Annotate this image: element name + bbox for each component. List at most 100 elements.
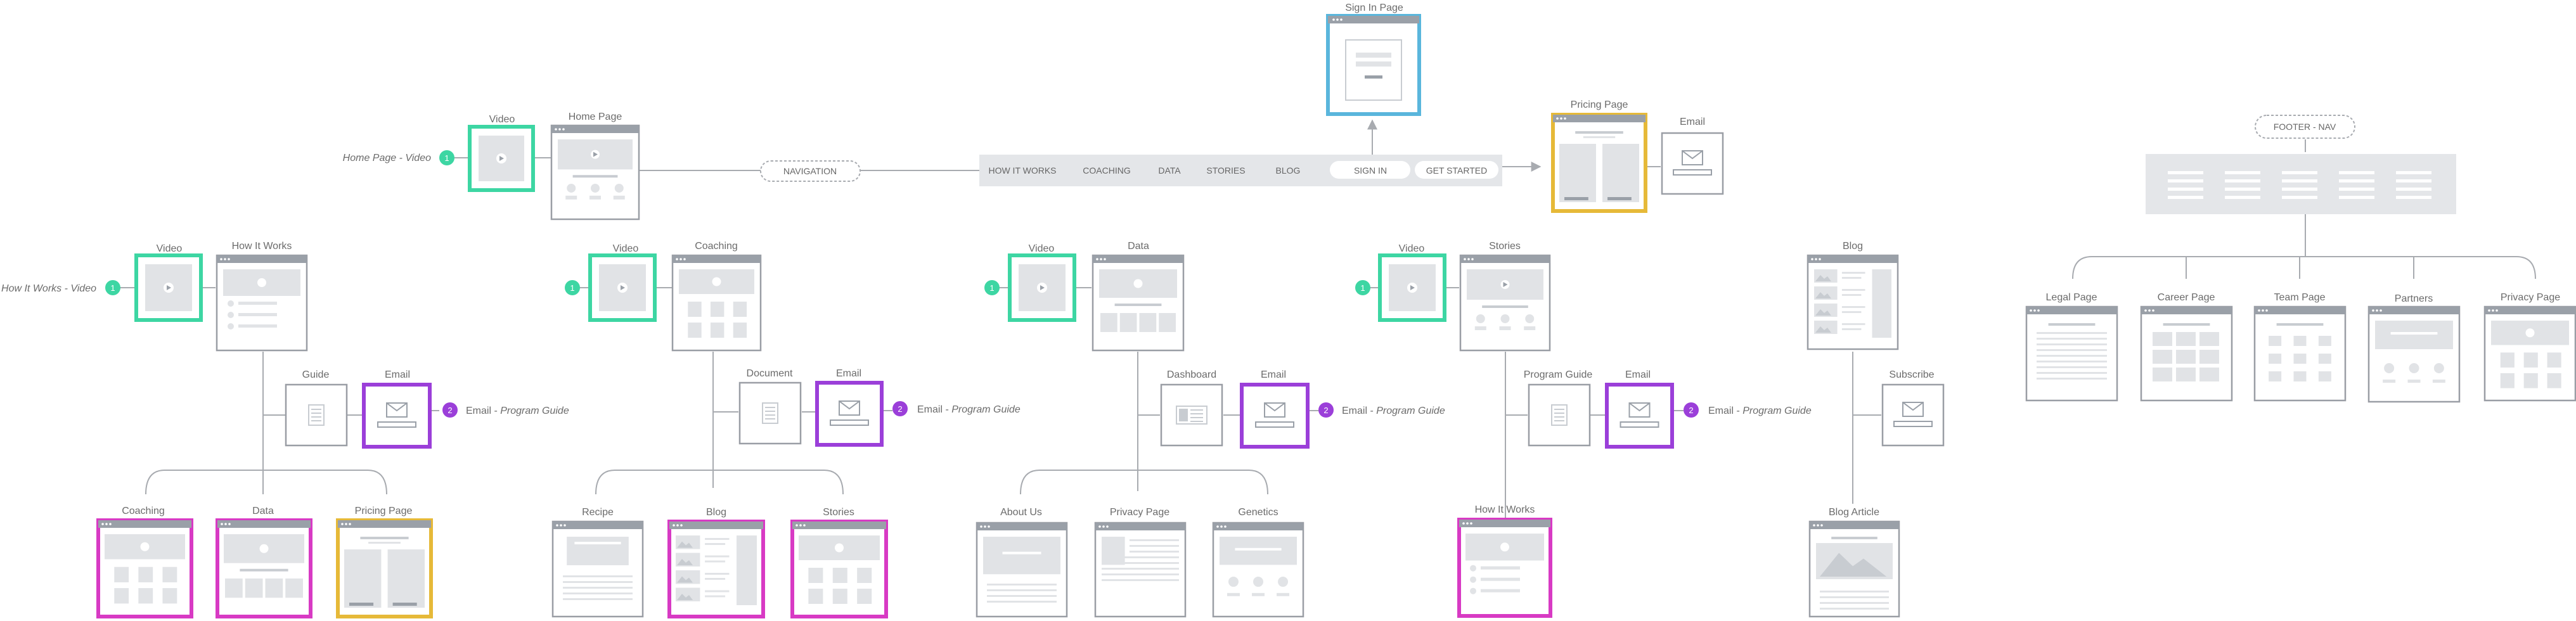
bottom-privacy-wireframe[interactable] (1094, 522, 1187, 618)
coach-email-wireframe[interactable] (815, 381, 884, 447)
bottom-blog-wireframe[interactable] (667, 520, 765, 618)
blog-wireframe[interactable] (1806, 254, 1899, 350)
svg-text:2: 2 (1689, 406, 1693, 415)
navigation-pill[interactable]: NAVIGATION (760, 160, 861, 182)
bottom-pricing-wireframe[interactable] (336, 518, 433, 618)
svg-text:1: 1 (1360, 283, 1365, 293)
get-started-button[interactable] (1415, 161, 1498, 179)
sign-in-button[interactable] (1330, 161, 1410, 179)
badge-2-data: 2 (1318, 402, 1334, 418)
guide-wireframe[interactable] (285, 383, 348, 447)
blog-label: Blog (1843, 241, 1863, 252)
stories-video-label: Video (1399, 243, 1425, 254)
partners-wireframe[interactable] (2367, 305, 2461, 403)
stories-email-label: Email (1625, 369, 1651, 380)
bottom-privacy-label: Privacy Page (1110, 507, 1169, 518)
program-guide-wireframe[interactable] (1528, 383, 1591, 447)
badge-1-data: 1 (984, 280, 1000, 295)
badge-1-hiw: 1 (105, 280, 120, 295)
data-video-wireframe[interactable] (1008, 253, 1076, 322)
email-top-wireframe[interactable] (1661, 132, 1724, 195)
career-page-label: Career Page (2158, 292, 2215, 303)
bottom-coaching-label: Coaching (122, 506, 165, 516)
svg-text:1: 1 (444, 153, 449, 163)
bottom-about-wireframe[interactable] (976, 522, 1068, 618)
home-page-wireframe[interactable] (550, 124, 640, 221)
svg-text:1: 1 (570, 283, 574, 293)
badge-2-stories: 2 (1684, 402, 1699, 418)
pricing-page-top-wireframe[interactable] (1551, 113, 1647, 213)
navigation-label: NAVIGATION (783, 166, 837, 176)
bottom-coaching-wireframe[interactable] (96, 518, 193, 618)
bottom-recipe-wireframe[interactable] (551, 520, 644, 618)
hiw-video-wireframe[interactable] (134, 253, 203, 322)
bottom-genetics-wireframe[interactable] (1212, 522, 1304, 618)
dashboard-wireframe[interactable] (1160, 383, 1223, 447)
svg-text:2: 2 (448, 406, 452, 415)
home-caption: Home Page - Video (343, 153, 431, 163)
career-page-wireframe[interactable] (2140, 305, 2233, 402)
sign-in-label: SIGN IN (1354, 165, 1387, 176)
blog-article-wireframe[interactable] (1808, 520, 1900, 618)
coaching-wireframe[interactable] (671, 254, 762, 352)
team-page-wireframe[interactable] (2253, 305, 2347, 402)
pricing-page-top-label: Pricing Page (1571, 99, 1628, 110)
hiw-caption: How It Works - Video (1, 283, 96, 294)
stories-video-wireframe[interactable] (1378, 253, 1446, 322)
document-label: Document (747, 368, 793, 379)
data-label: Data (1128, 241, 1149, 252)
how-it-works-wireframe[interactable] (216, 254, 308, 352)
bottom-how-it-works-wireframe[interactable] (1457, 518, 1552, 618)
stories-email-wireframe[interactable] (1605, 383, 1674, 449)
hiw-email-label: Email (385, 369, 410, 380)
sign-in-page-label: Sign In Page (1345, 3, 1403, 13)
how-it-works-label: How It Works (232, 241, 292, 252)
data-email-wireframe[interactable] (1240, 383, 1310, 449)
bottom-stories-wireframe[interactable] (790, 520, 888, 618)
subscribe-label: Subscribe (1889, 369, 1934, 380)
hiw-email-wireframe[interactable] (362, 383, 432, 449)
home-video-wireframe[interactable] (468, 125, 535, 192)
bottom-how-it-works-label: How It Works (1475, 504, 1535, 515)
hiw-video-label: Video (157, 243, 183, 254)
document-wireframe[interactable] (738, 381, 802, 445)
data-wireframe[interactable] (1092, 254, 1185, 352)
bottom-recipe-label: Recipe (582, 507, 614, 518)
subscribe-wireframe[interactable] (1881, 383, 1945, 447)
footer-nav-pill[interactable]: FOOTER - NAV (2255, 115, 2355, 139)
bottom-genetics-label: Genetics (1238, 507, 1278, 518)
bottom-data-label: Data (252, 506, 274, 516)
stories-wireframe[interactable] (1459, 254, 1551, 352)
stories-label: Stories (1489, 241, 1521, 252)
nav-stories[interactable]: STORIES (1206, 165, 1245, 176)
sign-in-page-wireframe[interactable] (1326, 14, 1421, 116)
badge-2-hiw: 2 (442, 402, 458, 418)
nav-blog[interactable]: BLOG (1276, 165, 1301, 176)
stories-email-caption: Email - Program Guide (1708, 406, 1812, 416)
bottom-stories-label: Stories (823, 507, 854, 518)
nav-coaching[interactable]: COACHING (1083, 165, 1130, 176)
home-video-label: Video (489, 114, 515, 125)
connector-lines (116, 119, 2536, 520)
data-email-label: Email (1261, 369, 1286, 380)
footer-nav-label: FOOTER - NAV (2274, 122, 2336, 132)
top-nav-bar: HOW IT WORKS COACHING DATA STORIES BLOG … (979, 155, 1502, 186)
privacy-page-footer-wireframe[interactable] (2483, 305, 2576, 402)
svg-text:2: 2 (1323, 406, 1328, 415)
bottom-data-wireframe[interactable] (216, 518, 312, 618)
badge-1-home: 1 (439, 150, 454, 165)
guide-label: Guide (302, 369, 330, 380)
bottom-about-label: About Us (1000, 507, 1042, 518)
legal-page-wireframe[interactable] (2025, 305, 2118, 402)
email-top-label: Email (1680, 117, 1705, 127)
team-page-label: Team Page (2274, 292, 2326, 303)
badge-1-stories: 1 (1355, 280, 1370, 295)
data-video-label: Video (1029, 243, 1055, 254)
nav-data[interactable]: DATA (1158, 165, 1181, 176)
labels: Sign In Page Video Home Page Home Page -… (1, 3, 2560, 518)
nav-how-it-works[interactable]: HOW IT WORKS (988, 165, 1056, 176)
coaching-label: Coaching (695, 241, 738, 252)
coach-video-wireframe[interactable] (588, 253, 657, 322)
footer-block (2146, 154, 2456, 214)
